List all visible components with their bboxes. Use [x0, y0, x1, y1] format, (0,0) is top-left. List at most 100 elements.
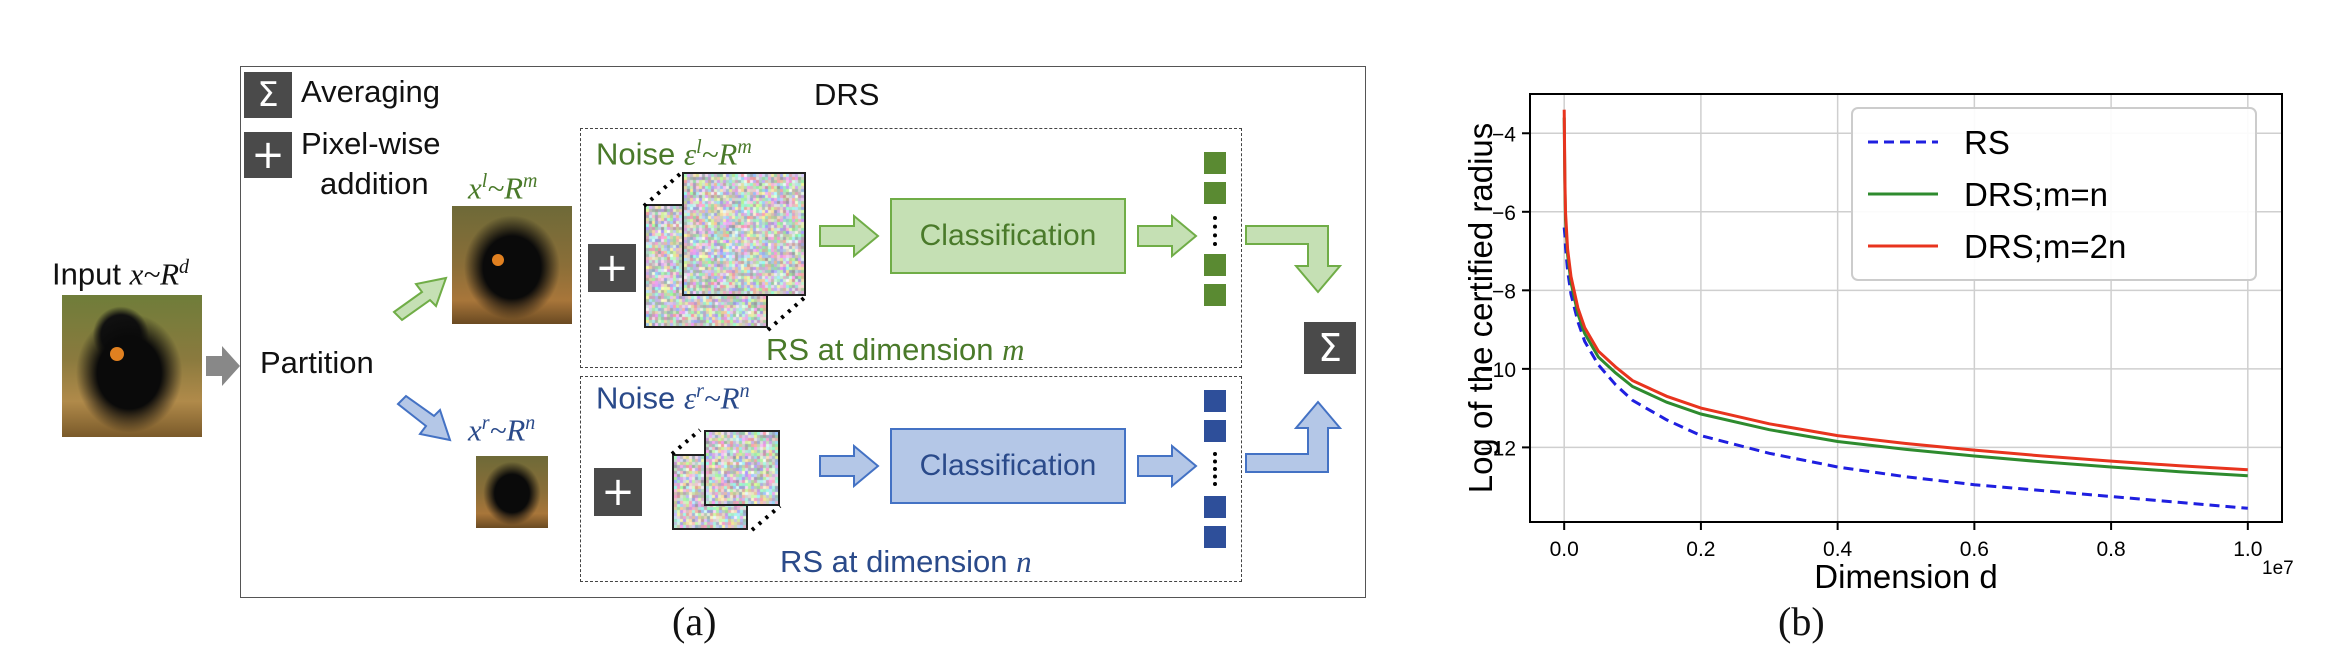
- noise-top-label: Noise εl~Rm: [596, 136, 752, 172]
- blue-bent-arrow-icon: [1245, 400, 1343, 473]
- plus-legend-label-2: addition: [320, 166, 429, 201]
- bottom-noise-image-front: [704, 430, 780, 506]
- top-noise-image-front: [682, 172, 806, 296]
- rs-top-math: m: [1002, 332, 1025, 367]
- input-sup: d: [179, 256, 190, 278]
- noise-top-math2: ~R: [701, 136, 738, 172]
- x-tick-label: 0.0: [1550, 538, 1579, 561]
- bottom-output-square-2: [1204, 420, 1226, 442]
- bottom-output-square-1: [1204, 390, 1226, 412]
- noise-bot-sup1: r: [696, 380, 704, 402]
- noise-bot-math2: ~R: [703, 380, 740, 416]
- x-tick-label: 0.4: [1823, 538, 1853, 561]
- noise-texture: [706, 432, 778, 504]
- noise-top-sup2: m: [737, 136, 752, 158]
- noise-bot-sup2: n: [739, 380, 750, 402]
- bottom-output-dots: [1213, 452, 1221, 486]
- top-output-dots: [1213, 216, 1221, 246]
- bottom-plus-icon: +: [594, 468, 642, 516]
- diagram-title: DRS: [814, 77, 880, 112]
- right-sup2: n: [525, 412, 536, 434]
- top-output-square-2: [1204, 182, 1226, 204]
- noise-bot-math: ε: [683, 380, 697, 416]
- bottom-output-square-3: [1204, 496, 1226, 518]
- bottom-output-square-4: [1204, 526, 1226, 548]
- left-ball-icon: [492, 254, 504, 266]
- y-axis-label: Log of the certified radius: [1462, 123, 1499, 494]
- rs-top-text: RS at dimension: [766, 332, 1003, 367]
- sum-legend-label: Averaging: [301, 74, 441, 109]
- bottom-arrow-to-out-icon: [1137, 444, 1198, 488]
- right-sup1: r: [481, 412, 490, 434]
- x-tick-label: 0.2: [1686, 538, 1715, 561]
- series-line: [1562, 227, 2248, 510]
- y-tick-label: −12: [1480, 437, 1516, 460]
- left-math: x: [468, 170, 482, 206]
- top-arrow-to-class-icon: [819, 214, 880, 258]
- left-part-label: xl~Rm: [468, 170, 538, 206]
- input-label: Input x~Rd: [52, 256, 189, 292]
- left-sup1: l: [481, 170, 488, 192]
- partition-label: Partition: [260, 345, 374, 380]
- rs-top-label: RS at dimension m: [766, 332, 1024, 368]
- arrow-down-blue-icon: [396, 394, 452, 442]
- legend-box: [1851, 107, 2257, 281]
- diagram-panel: Input x~Rd Σ Averaging + Pixel-wise addi…: [52, 66, 1366, 644]
- legend-label: RS: [1964, 124, 2010, 161]
- ball-icon: [110, 347, 124, 361]
- top-arrow-to-out-icon: [1137, 214, 1198, 258]
- x-offset-label: 1e7: [2262, 558, 2294, 579]
- input-label-text: Input: [52, 256, 130, 292]
- noise-top-sup1: l: [696, 136, 702, 158]
- input-arrow-icon: [206, 346, 240, 386]
- arrow-up-green-icon: [392, 276, 448, 322]
- noise-bot-text: Noise: [596, 380, 684, 416]
- green-bent-arrow-icon: [1245, 225, 1343, 294]
- right-math: x: [468, 412, 482, 448]
- legend-label: DRS;m=n: [1964, 176, 2108, 213]
- plus-legend-icon: +: [244, 132, 292, 178]
- x-axis-label: Dimension d: [1814, 558, 1997, 595]
- left-math2: ~R: [487, 170, 524, 206]
- noise-top-math: ε: [683, 136, 697, 172]
- rs-bot-math: n: [1016, 544, 1032, 579]
- left-sup2: m: [523, 170, 538, 192]
- panel-b-caption: (b): [1778, 599, 1825, 644]
- right-part-label: xr~Rn: [468, 412, 535, 448]
- noise-texture: [684, 174, 804, 294]
- drs-frame: [240, 66, 1366, 598]
- y-tick-label: −4: [1492, 123, 1516, 146]
- top-output-square-3: [1204, 254, 1226, 276]
- input-math: x~R: [129, 256, 180, 292]
- bottom-classification-box: Classification: [890, 428, 1126, 504]
- y-tick-label: −6: [1492, 202, 1516, 225]
- rs-bot-text: RS at dimension: [780, 544, 1017, 579]
- legend-label: DRS;m=2n: [1964, 228, 2126, 265]
- plus-legend-label-1: Pixel-wise: [301, 126, 441, 161]
- right-math2: ~R: [489, 412, 526, 448]
- left-dog-image: [452, 206, 572, 324]
- noise-bot-label: Noise εr~Rn: [596, 380, 750, 416]
- rs-bot-label: RS at dimension n: [780, 544, 1032, 580]
- series-line: [1562, 109, 2248, 472]
- noise-top-text: Noise: [596, 136, 684, 172]
- x-tick-label: 1.0: [2233, 538, 2262, 561]
- plot-frame: [1529, 93, 2283, 523]
- top-output-square-1: [1204, 152, 1226, 174]
- sum-legend-icon: Σ: [244, 72, 292, 118]
- top-classification-box: Classification: [890, 198, 1126, 274]
- top-plus-icon: +: [588, 244, 636, 292]
- input-dog-image: [62, 295, 202, 437]
- panel-a-caption: (a): [672, 599, 717, 644]
- bottom-arrow-to-class-icon: [819, 444, 880, 488]
- y-tick-label: −10: [1480, 359, 1516, 382]
- bottom-noise-dots-icon: [670, 428, 782, 532]
- y-tick-label: −8: [1492, 280, 1516, 303]
- top-noise-dots-icon: [642, 172, 806, 332]
- top-output-square-4: [1204, 284, 1226, 306]
- x-tick-label: 0.8: [2096, 538, 2125, 561]
- right-dog-image: [476, 456, 548, 528]
- sum-output-icon: Σ: [1304, 322, 1356, 374]
- top-branch-box: [580, 128, 1242, 368]
